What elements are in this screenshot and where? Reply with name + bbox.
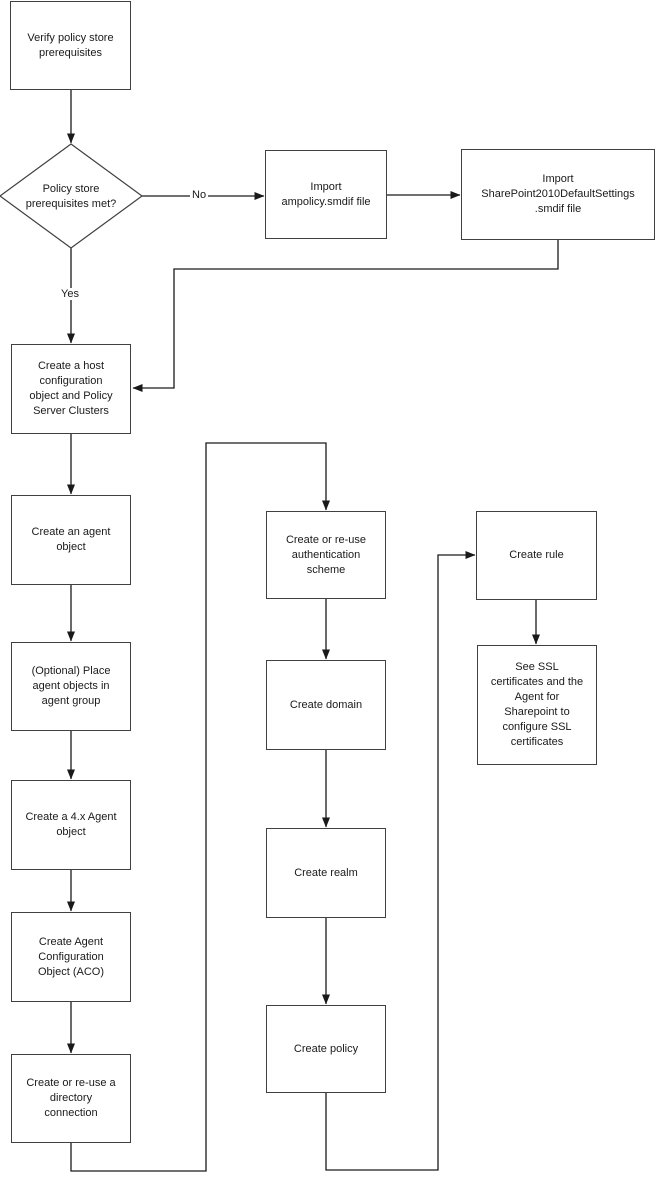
node-optional-agent-group: (Optional) Place agent objects in agent …: [11, 642, 131, 731]
connector-directory-to-auth-scheme: [70, 442, 330, 1172]
connector-import-sharepoint-to-host-config: [132, 240, 559, 392]
node-label: Import ampolicy.smdif file: [281, 180, 371, 208]
node-create-policy: Create policy: [266, 1005, 386, 1093]
node-label: Create an agent object: [31, 526, 111, 553]
node-authentication-scheme: Create or re-use authentication scheme: [266, 511, 386, 599]
connector-policy-to-rule: [325, 551, 476, 1171]
node-label: Policy store prerequisites met?: [25, 183, 117, 210]
node-create-agent-object: Create an agent object: [11, 495, 131, 585]
node-import-sharepoint-defaults: Import SharePoint2010DefaultSettings .sm…: [461, 149, 655, 240]
node-label: Verify policy store prerequisites: [27, 31, 114, 59]
node-ssl-certificates-note: See SSL certificates and the Agent for S…: [477, 645, 597, 765]
node-label: Create a host configuration object and P…: [29, 360, 113, 417]
node-decision-prerequisites-met: Policy store prerequisites met?: [3, 180, 139, 214]
decision-diamond-shape: [0, 143, 144, 249]
node-create-domain: Create domain: [266, 660, 386, 750]
node-label: (Optional) Place agent objects in agent …: [31, 665, 111, 707]
node-label: Create a 4.x Agent object: [25, 811, 117, 838]
node-label: Import SharePoint2010DefaultSettings .sm…: [481, 173, 635, 215]
node-verify-prerequisites: Verify policy store prerequisites: [10, 1, 131, 90]
node-label: Create or re-use authentication scheme: [285, 533, 367, 576]
node-create-rule: Create rule: [476, 511, 597, 600]
node-label: Create or re-use a directory connection: [26, 1077, 116, 1119]
node-label: Create domain: [289, 698, 363, 711]
node-label: Create Agent Configuration Object (ACO): [37, 935, 104, 978]
node-label: Create policy: [293, 1042, 359, 1055]
node-create-4x-agent-object: Create a 4.x Agent object: [11, 780, 131, 870]
node-create-aco: Create Agent Configuration Object (ACO): [11, 912, 131, 1002]
node-import-ampolicy: Import ampolicy.smdif file: [265, 150, 387, 239]
node-label: See SSL certificates and the Agent for S…: [490, 661, 584, 748]
node-label: Create realm: [294, 866, 358, 879]
node-create-realm: Create realm: [266, 828, 386, 918]
node-directory-connection: Create or re-use a directory connection: [11, 1054, 131, 1143]
node-create-host-configuration: Create a host configuration object and P…: [11, 344, 131, 434]
edge-label-no: No: [190, 189, 209, 201]
edge-label-yes: Yes: [59, 288, 81, 300]
node-label: Create rule: [509, 549, 564, 561]
